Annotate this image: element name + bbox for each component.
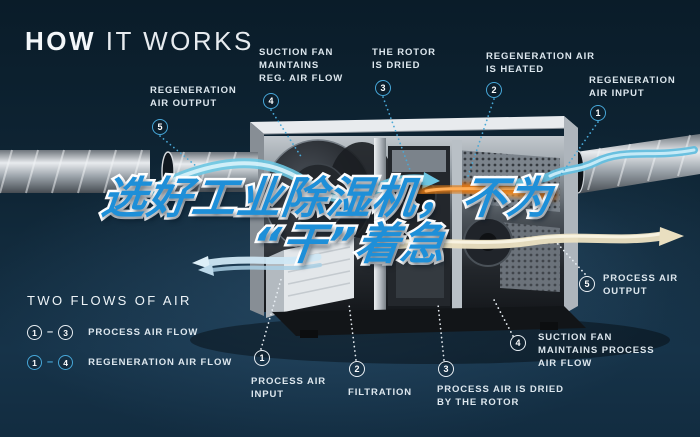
leader-lines [159, 96, 599, 361]
headline-line-2: “干”着急 [246, 217, 451, 273]
marker-regeneration-4: 4 [263, 93, 279, 109]
callout-suction-fan-process: SUCTION FAN MAINTAINS PROCESS AIR FLOW [538, 332, 655, 369]
legend-range-dash: – [47, 326, 54, 338]
regeneration-flow-arrow [143, 158, 440, 203]
callout-process-air-output: PROCESS AIR OUTPUT [603, 273, 679, 297]
headline-line-1: 选好工业除湿机，不为 [96, 171, 557, 227]
legend-row-process: 1 – 3 PROCESS AIR FLOW [27, 325, 198, 340]
legend-marker-from: 1 [27, 355, 42, 370]
airflow-arrows [143, 146, 698, 276]
marker-regeneration-5: 5 [152, 119, 168, 135]
regeneration-leader-lines [159, 96, 599, 177]
legend-marker-to: 3 [58, 325, 74, 340]
legend-marker-to: 4 [58, 355, 74, 370]
callout-regeneration-air-input: REGENERATION AIR INPUT [589, 75, 676, 99]
process-input-arrow [192, 253, 322, 276]
marker-regeneration-3: 3 [375, 80, 391, 96]
marker-process-3: 3 [438, 361, 454, 377]
legend-marker-from: 1 [27, 325, 42, 340]
callout-rotor-is-dried: THE ROTOR IS DRIED [372, 47, 436, 71]
legend-row-regeneration: 1 – 4 REGENERATION AIR FLOW [27, 355, 232, 370]
title-bold: HOW [25, 26, 97, 56]
process-output-arrow [367, 227, 684, 253]
callout-regeneration-air-heated: REGENERATION AIR IS HEATED [486, 51, 595, 75]
callout-suction-fan-reg: SUCTION FAN MAINTAINS REG. AIR FLOW [259, 47, 344, 84]
process-leader-lines [260, 242, 586, 361]
legend-heading: TWO FLOWS OF AIR [27, 293, 192, 308]
marker-process-5: 5 [579, 276, 595, 292]
page-title: HOW IT WORKS [25, 26, 254, 57]
marker-regeneration-2: 2 [486, 82, 502, 98]
callout-regeneration-air-output: REGENERATION AIR OUTPUT [150, 85, 237, 109]
callout-filtration: FILTRATION [348, 387, 413, 398]
legend-label-process: PROCESS AIR FLOW [88, 327, 199, 338]
heated-air-arrow [416, 183, 552, 196]
marker-regeneration-1: 1 [590, 105, 606, 121]
legend-label-regeneration: REGENERATION AIR FLOW [88, 357, 233, 368]
legend-range-dash: – [47, 356, 54, 368]
marker-process-2: 2 [349, 361, 365, 377]
callout-process-air-input: PROCESS AIR INPUT [251, 376, 327, 400]
marker-process-4: 4 [510, 335, 526, 351]
callout-process-air-dried: PROCESS AIR IS DRIED BY THE ROTOR [437, 384, 564, 408]
marker-process-1: 1 [254, 350, 270, 366]
title-light: IT WORKS [96, 26, 254, 56]
